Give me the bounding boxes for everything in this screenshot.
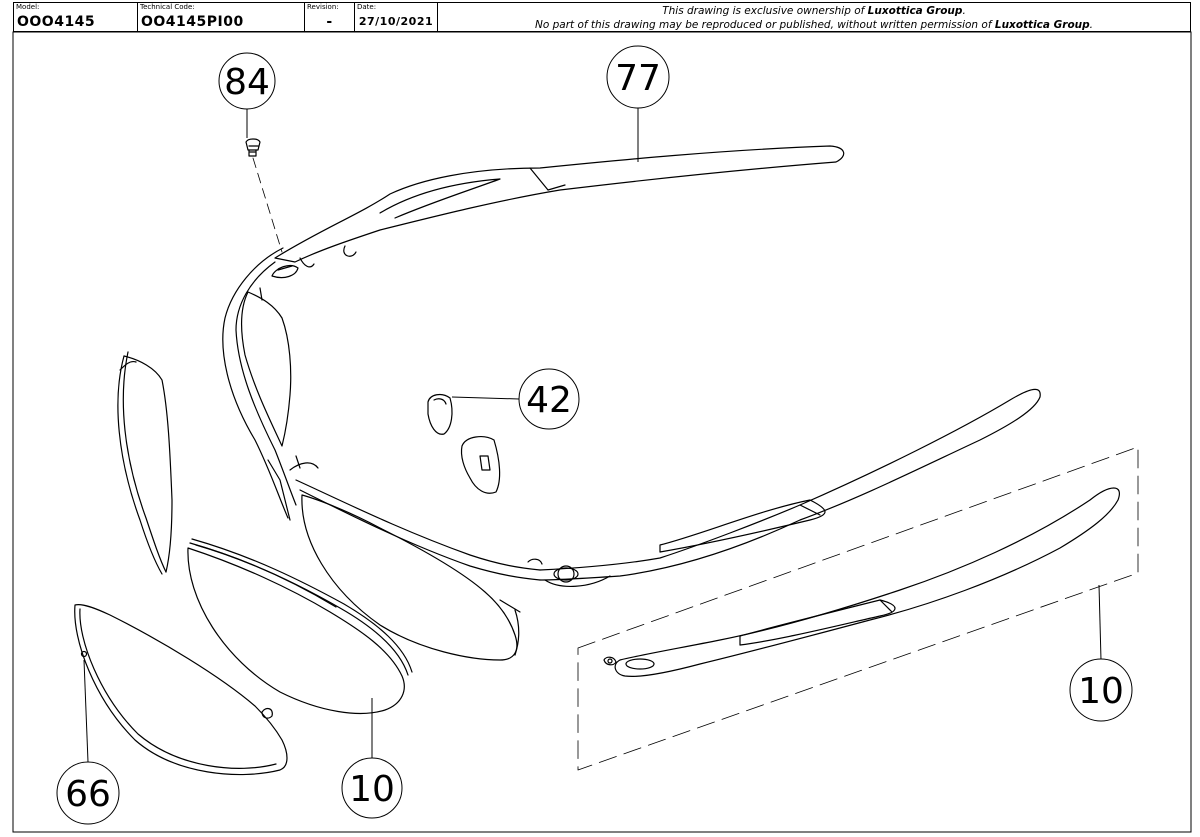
leader-10-temple [1098, 584, 1102, 661]
callout-84-label: 84 [224, 62, 270, 103]
ownership-notice: This drawing is exclusive ownership of L… [438, 3, 1190, 31]
callout-10-lens-label: 10 [349, 769, 395, 810]
nose-pads-part [427, 393, 501, 494]
callout-42-label: 42 [526, 380, 572, 421]
callout-66: 66 [56, 761, 120, 825]
revision-label: Revision: [307, 3, 339, 11]
technical-code-cell: Technical Code: OO4145PI00 [138, 3, 305, 31]
callout-10-temple-kit-label: 10 [1078, 671, 1124, 712]
date-value: 27/10/2021 [358, 15, 434, 28]
left-temple-part [274, 145, 845, 268]
spare-lens-part [187, 538, 413, 715]
frame-front [222, 247, 1041, 587]
callout-84: 84 [218, 52, 276, 110]
leader-66 [83, 659, 89, 763]
revision-cell: Revision: - [305, 3, 355, 31]
model-value: OOO4145 [17, 14, 96, 30]
lens-part [301, 494, 521, 661]
date-label: Date: [357, 3, 377, 11]
model-label: Model: [16, 3, 40, 11]
technical-code-label: Technical Code: [140, 3, 195, 11]
notice-line-1: This drawing is exclusive ownership of L… [662, 5, 966, 17]
callout-77-label: 77 [615, 58, 661, 99]
title-block: Model: OOO4145 Technical Code: OO4145PI0… [13, 2, 1191, 32]
model-cell: Model: OOO4145 [14, 3, 138, 31]
date-cell: Date: 27/10/2021 [355, 3, 438, 31]
drawing-border [12, 31, 1192, 833]
rim-wire-part [74, 603, 288, 776]
callout-10-lens: 10 [341, 757, 403, 819]
callout-77: 77 [606, 45, 670, 109]
screw-axis-line [252, 157, 283, 253]
brand-name: Luxottica Group [867, 5, 963, 17]
revision-value: - [326, 14, 333, 30]
lens-profile-part [117, 351, 173, 575]
notice-line-2: No part of this drawing may be reproduce… [534, 19, 1093, 31]
callout-66-label: 66 [65, 774, 111, 815]
screw-part [245, 138, 261, 157]
callout-42: 42 [518, 368, 580, 430]
leader-42 [451, 396, 520, 400]
brand-name: Luxottica Group [994, 19, 1090, 31]
callout-10-temple-kit: 10 [1069, 658, 1133, 722]
temple-kit-dashed-frame [577, 446, 1139, 771]
technical-code-value: OO4145PI00 [141, 14, 244, 30]
temple-kit-part [603, 487, 1120, 677]
